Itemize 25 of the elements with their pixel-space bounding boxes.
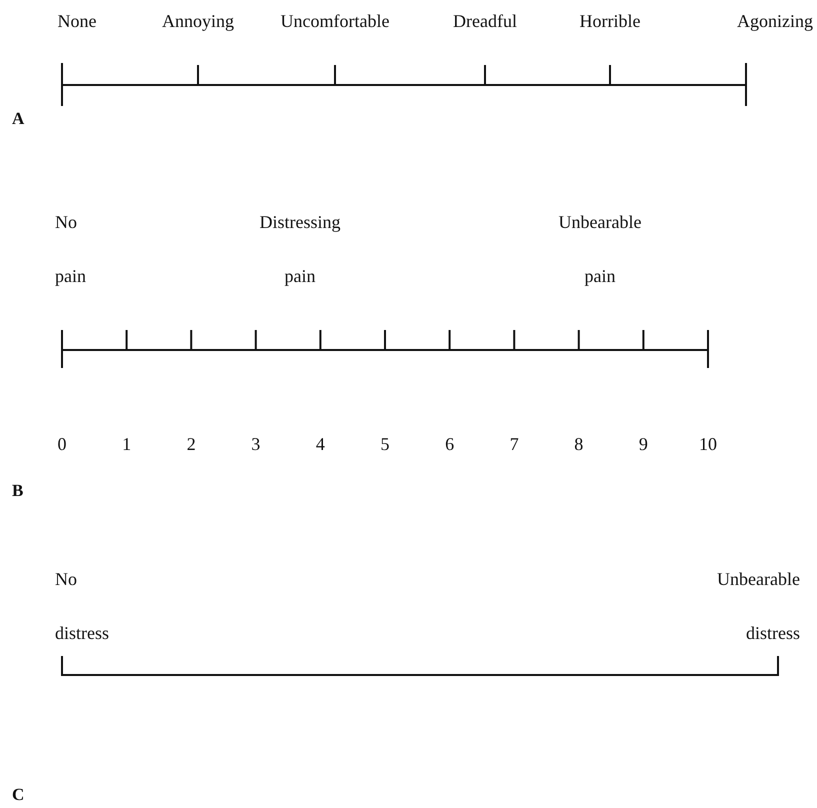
scale-label: No pain <box>55 211 86 288</box>
panel-letter: B <box>12 480 24 502</box>
scale-label: 3 <box>251 433 260 455</box>
scale-label: 10 <box>699 433 717 455</box>
scale-label: Uncomfortable <box>280 10 390 32</box>
scale-label: 0 <box>58 433 66 455</box>
scale-label: Distressing pain <box>260 211 340 288</box>
scale-label: 1 <box>122 433 132 455</box>
panel-letter: A <box>12 108 24 130</box>
scale-label: 9 <box>638 433 648 455</box>
scale-label: Agonizing <box>737 10 813 32</box>
scale-label: Unbearable pain <box>558 211 642 288</box>
scale-label: 2 <box>186 433 196 455</box>
scale-label: 5 <box>380 433 390 455</box>
scale-label: Unbearable distress <box>717 568 800 645</box>
scale-label: Annoying <box>162 10 234 32</box>
scale-label: Dreadful <box>453 10 517 32</box>
scale-label: 8 <box>574 433 584 455</box>
scale-label: No distress <box>55 568 109 645</box>
scale-label: 7 <box>510 433 519 455</box>
scale-label: 4 <box>316 433 325 455</box>
scale-label: None <box>58 10 96 32</box>
panel-letter: C <box>12 784 24 806</box>
scale-label: Horrible <box>580 10 640 32</box>
scale-label: 6 <box>445 433 454 455</box>
